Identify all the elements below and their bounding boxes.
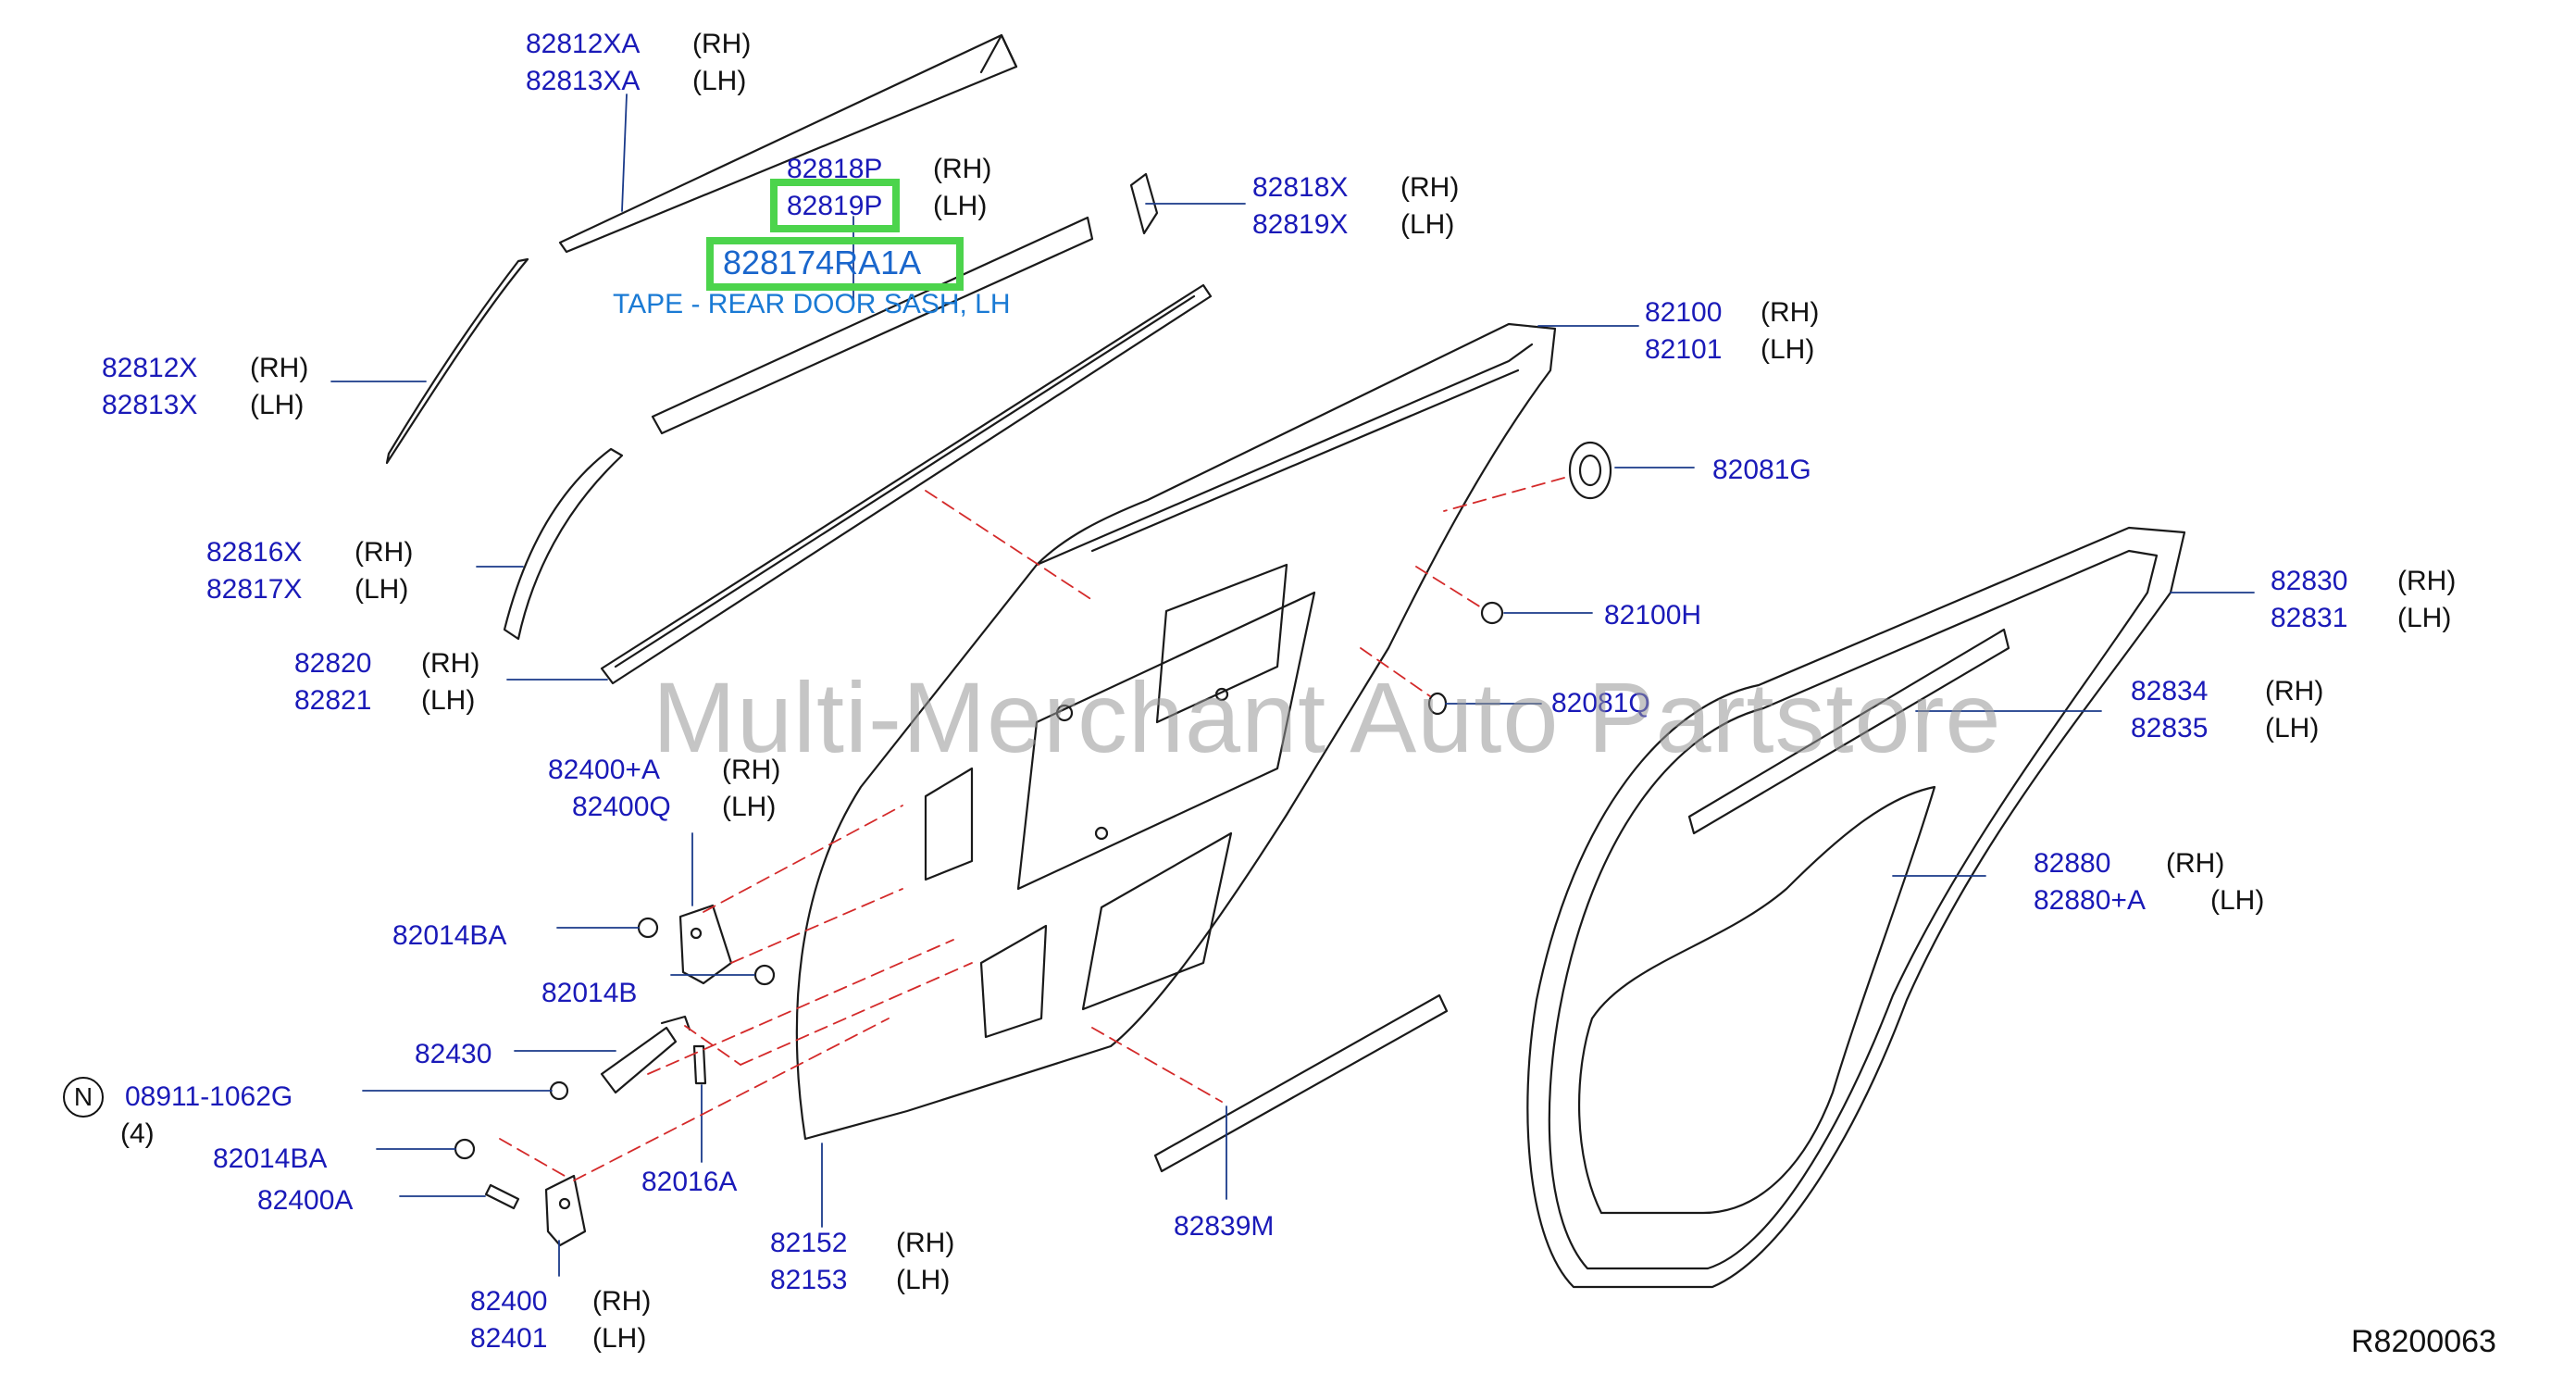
side-lh: (LH) (2210, 885, 2265, 916)
grommet-82081G (1568, 441, 1612, 500)
part-number-82839M[interactable]: 82839M (1174, 1211, 1275, 1242)
part-number-82818X[interactable]: 82818X (1252, 172, 1349, 203)
sealing-screen (1577, 785, 1936, 1215)
side-lh: (LH) (250, 390, 305, 420)
side-rh: (RH) (1400, 172, 1460, 203)
nut-82014BA-lower (454, 1138, 476, 1160)
part-number-82014B[interactable]: 82014B (541, 978, 638, 1008)
door-panel (795, 322, 1557, 1141)
small-bracket (1129, 172, 1159, 235)
side-rh: (RH) (2397, 566, 2457, 596)
part-number-82812XA[interactable]: 82812XA (526, 29, 641, 59)
side-rh: (RH) (250, 353, 309, 383)
lower-hinge (544, 1174, 587, 1247)
nut-82014B (753, 964, 776, 986)
side-lh: (LH) (1400, 209, 1455, 240)
part-number-08911-1062G[interactable]: 08911-1062G (125, 1081, 293, 1112)
side-lh: (LH) (692, 66, 747, 96)
side-lh: (LH) (421, 685, 476, 716)
part-number-82401[interactable]: 82401 (470, 1323, 548, 1354)
part-number-82812X[interactable]: 82812X (102, 353, 198, 383)
side-rh: (RH) (896, 1228, 955, 1258)
part-number-82016A[interactable]: 82016A (641, 1167, 738, 1197)
side-lh: (LH) (2265, 713, 2320, 743)
part-number-82813X[interactable]: 82813X (102, 390, 198, 420)
sash-trim-lower (503, 447, 624, 641)
part-number-82014BA[interactable]: 82014BA (213, 1143, 328, 1174)
side-rh: (RH) (2265, 676, 2324, 706)
watermark-text: Multi-Merchant Auto Partstore (653, 661, 2002, 773)
plug-82100H (1480, 601, 1504, 625)
part-number-82081Q[interactable]: 82081Q (1551, 688, 1650, 718)
part-number-82831[interactable]: 82831 (2271, 603, 2348, 633)
highlighted-part-description: TAPE - REAR DOOR SASH, LH (613, 289, 1011, 319)
part-number-82816X[interactable]: 82816X (206, 537, 303, 568)
part-number-82430[interactable]: 82430 (415, 1039, 492, 1069)
side-rh: (RH) (2166, 848, 2225, 879)
part-number-82830[interactable]: 82830 (2271, 566, 2348, 596)
leader-lines (330, 94, 2255, 1277)
side-lh: (LH) (592, 1323, 647, 1354)
front-pillar-trim (385, 257, 529, 465)
quantity-label: (4) (120, 1118, 155, 1149)
side-lh: (LH) (1761, 334, 1815, 365)
part-number-82400[interactable]: 82400 (470, 1286, 548, 1317)
part-number-82821[interactable]: 82821 (294, 685, 372, 716)
side-lh: (LH) (355, 574, 409, 605)
side-rh: (RH) (421, 648, 480, 679)
part-number-82835[interactable]: 82835 (2131, 713, 2209, 743)
bolt-82400A (484, 1183, 520, 1210)
side-rh: (RH) (355, 537, 414, 568)
inner-belt-strip (1687, 628, 2010, 835)
part-number-82817X[interactable]: 82817X (206, 574, 303, 605)
assembly-dash-lines (499, 477, 1565, 1181)
part-number-82820[interactable]: 82820 (294, 648, 372, 679)
diagram-code: R8200063 (2351, 1324, 2496, 1359)
highlighted-part-number[interactable]: 828174RA1A (723, 244, 922, 281)
part-number-82819X[interactable]: 82819X (1252, 209, 1349, 240)
part-number-82400Q[interactable]: 82400Q (572, 792, 671, 822)
part-number-82100H[interactable]: 82100H (1604, 600, 1702, 631)
part-number-82834[interactable]: 82834 (2131, 676, 2209, 706)
part-number-82400plusA[interactable]: 82400+A (548, 755, 660, 785)
side-rh: (RH) (1761, 297, 1820, 328)
side-rh: (RH) (722, 755, 781, 785)
part-number-82880[interactable]: 82880 (2034, 848, 2111, 879)
part-number-82813XA[interactable]: 82813XA (526, 66, 641, 96)
side-rh: (RH) (933, 154, 992, 184)
part-number-82152[interactable]: 82152 (770, 1228, 848, 1258)
side-lh: (LH) (722, 792, 777, 822)
nut-08911 (549, 1080, 569, 1101)
side-rh: (RH) (692, 29, 752, 59)
side-lh: (LH) (896, 1265, 951, 1295)
upper-sash-moulding (558, 33, 1018, 254)
n-marker-icon: N (63, 1077, 104, 1118)
bolt-82016A (692, 1044, 707, 1085)
part-number-82101[interactable]: 82101 (1645, 334, 1723, 365)
part-number-82014BA[interactable]: 82014BA (392, 920, 507, 951)
highlight-box-82819P (770, 179, 900, 232)
part-number-82818P[interactable]: 82818P (787, 154, 883, 184)
check-link-82430 (600, 1015, 691, 1094)
part-number-82880plusA[interactable]: 82880+A (2034, 885, 2146, 916)
part-number-82081G[interactable]: 82081G (1712, 455, 1811, 485)
side-lh: (LH) (2397, 603, 2452, 633)
nut-82014BA-upper (637, 917, 659, 939)
lower-rail-82839M (1153, 993, 1449, 1173)
part-number-82400A[interactable]: 82400A (257, 1185, 354, 1216)
side-rh: (RH) (592, 1286, 652, 1317)
highlight-box-828174RA1A (706, 237, 964, 291)
upper-hinge (678, 904, 733, 985)
part-number-82153[interactable]: 82153 (770, 1265, 848, 1295)
side-lh: (LH) (933, 191, 988, 221)
beltline-moulding (600, 283, 1213, 685)
part-number-82100[interactable]: 82100 (1645, 297, 1723, 328)
part-number-82819P[interactable]: 82819P (787, 191, 883, 221)
